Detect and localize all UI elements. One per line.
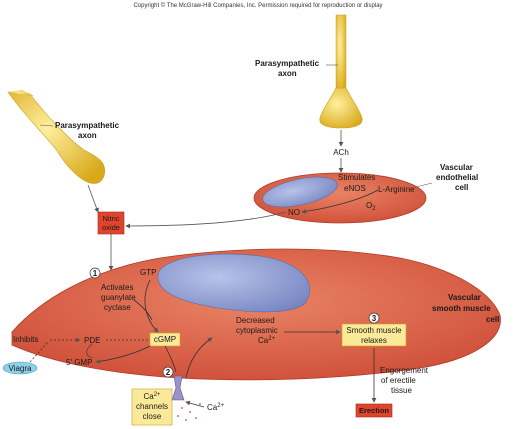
copyright-notice: Copyright © The McGraw-Hill Companies, I…: [133, 2, 382, 9]
endothelial-nucleus: [262, 176, 338, 208]
o2-label: O2: [366, 201, 376, 212]
smooth-muscle-label-line1: Vascular: [448, 293, 481, 302]
engorgement-line1: Engorgement: [380, 366, 429, 375]
no-to-nitric-oxide-arrow: [125, 211, 287, 229]
activates-line3: cyclase: [104, 303, 131, 312]
left-axon-label-line2: axon: [78, 131, 97, 140]
ach-label: ACh: [333, 148, 349, 157]
endothelial-label-line2: endothelial: [436, 173, 478, 182]
endothelial-label-line3: cell: [455, 183, 468, 192]
l-arginine-label: L-Arginine: [378, 185, 415, 194]
enos-label: eNOS: [344, 184, 366, 193]
erection-label: Erection: [359, 406, 389, 415]
left-axon: [7, 90, 106, 184]
right-axon-label-line1: Parasympathetic: [255, 59, 320, 68]
pde-label: PDE: [84, 336, 100, 345]
decreased-line3: Ca2+: [258, 336, 276, 345]
viagra-pill: [2, 361, 38, 375]
nitric-oxide-line1: Nitric: [102, 214, 119, 223]
ca-outside-label: Ca2+: [207, 403, 225, 412]
no-label: NO: [288, 208, 300, 217]
cgmp-label: cGMP: [154, 335, 176, 344]
relaxes-box: [341, 323, 407, 347]
smooth-muscle-nucleus: [157, 253, 310, 313]
inhibits-label: Inhibits: [13, 335, 38, 344]
decreased-line2: cytoplasmic: [236, 326, 278, 335]
arginine-to-no-arrow: [301, 189, 379, 214]
calcium-dots: [177, 403, 201, 421]
activates-line1: Activates: [101, 283, 133, 292]
ca-channels-box: [131, 388, 173, 426]
endothelial-label-line1: Vascular: [440, 163, 473, 172]
calcium-channel-icon: [171, 375, 185, 401]
step-2-number: 2: [166, 368, 171, 377]
relaxes-line1: Smooth muscle: [346, 326, 402, 335]
step-1-number: 1: [93, 269, 98, 278]
left-axon-to-nitric-oxide-arrow: [87, 184, 99, 213]
step-3-number: 3: [372, 314, 377, 323]
gtp-label: GTP: [140, 268, 156, 277]
decreased-line1: Decreased: [236, 316, 275, 325]
left-axon-label-line1: Parasympathetic: [55, 121, 120, 130]
viagra-label: Viagra: [9, 364, 33, 373]
right-axon: [319, 14, 363, 129]
step-2-marker: [162, 366, 174, 378]
viagra-to-inhibits-line: [29, 341, 49, 363]
smooth-muscle-label-line3: cell: [486, 315, 499, 324]
smooth-muscle-label-line2: smooth muscle: [432, 304, 491, 313]
engorgement-line3: tissue: [391, 386, 412, 395]
right-axon-label-line2: axon: [278, 69, 297, 78]
activates-line2: guanylate: [101, 293, 136, 302]
endothelial-leader: [411, 182, 433, 189]
ca-channels-line2: channels: [136, 402, 168, 411]
left-axon-leader: [39, 124, 54, 127]
ca-channels-line1: Ca2+: [143, 392, 161, 401]
stimulates-label: Stimulates: [338, 173, 375, 182]
gtp-to-cgmp-arrow: [144, 279, 159, 333]
ca-outside-arrow: [185, 400, 205, 408]
nitric-oxide-line2: oxide: [102, 223, 120, 232]
cgmp-to-5gmp-arrow: [95, 345, 151, 364]
cgmp-to-channel-line: [164, 345, 177, 373]
five-gmp-label: 5' GMP: [66, 358, 92, 367]
channel-to-decreased-arrow: [185, 337, 213, 379]
activates-to-cgmp-line: [133, 299, 153, 321]
erection-box: [355, 403, 393, 418]
step-3-marker: [368, 312, 380, 324]
relaxes-line2: relaxes: [361, 336, 387, 345]
pde-curve: [86, 343, 93, 359]
engorgement-line2: of erectile: [381, 376, 416, 385]
ca-channels-line3: close: [143, 412, 162, 421]
step-1-marker: [89, 267, 101, 279]
